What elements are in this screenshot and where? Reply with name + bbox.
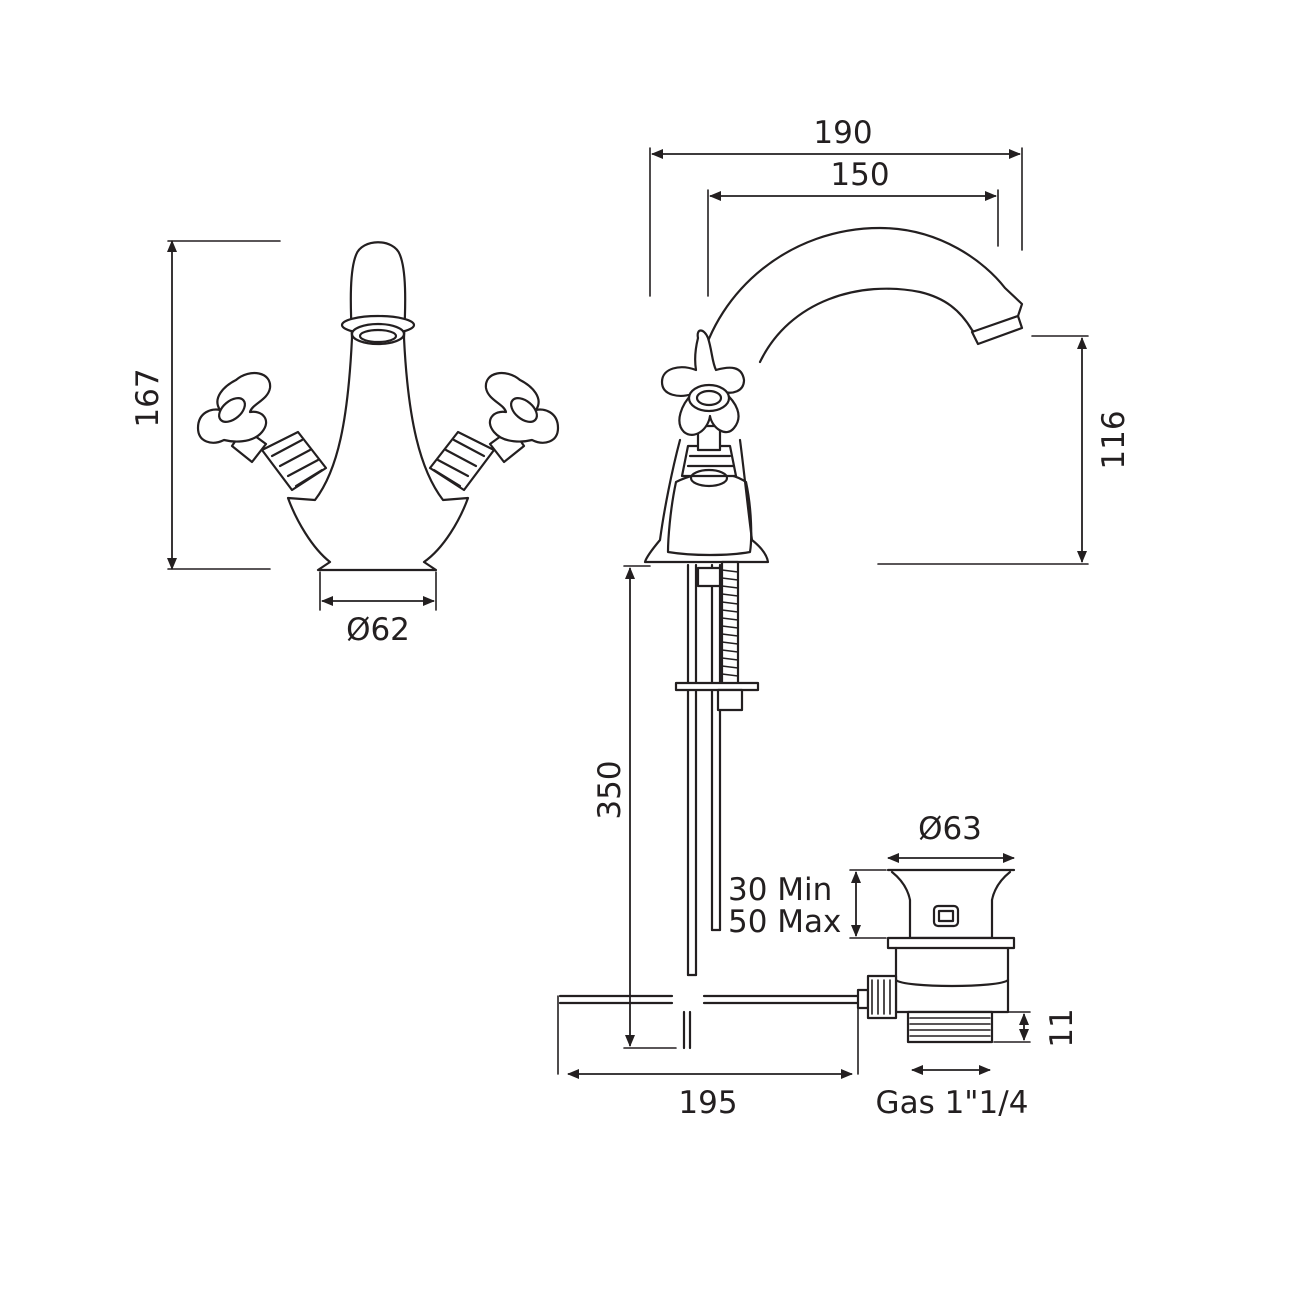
side-view (558, 147, 1024, 1050)
label-150: 150 (830, 157, 889, 193)
lower-dimensions (557, 335, 1089, 1079)
side-spout (698, 226, 1024, 368)
label-d63: Ø63 (918, 811, 982, 847)
pop-up-waste (866, 868, 1016, 1044)
label-50-max: 50 Max (728, 904, 841, 940)
front-spout (349, 241, 407, 340)
label-11: 11 (1044, 1008, 1080, 1047)
front-handle-left (196, 371, 328, 492)
dimension-labels: 167 Ø62 190 150 116 350 30 Min 50 Max Ø6… (130, 115, 1132, 1121)
label-190: 190 (813, 115, 872, 151)
label-gas: Gas 1"1/4 (876, 1085, 1029, 1121)
label-167: 167 (130, 368, 166, 427)
side-handle (660, 329, 746, 436)
label-d62: Ø62 (346, 612, 410, 648)
label-350: 350 (592, 760, 628, 819)
front-view (167, 240, 560, 611)
front-handle-right (428, 371, 560, 492)
label-30-min: 30 Min (728, 872, 832, 908)
front-body (286, 336, 470, 572)
side-body (643, 438, 770, 564)
label-116: 116 (1096, 410, 1132, 469)
label-195: 195 (678, 1085, 737, 1121)
